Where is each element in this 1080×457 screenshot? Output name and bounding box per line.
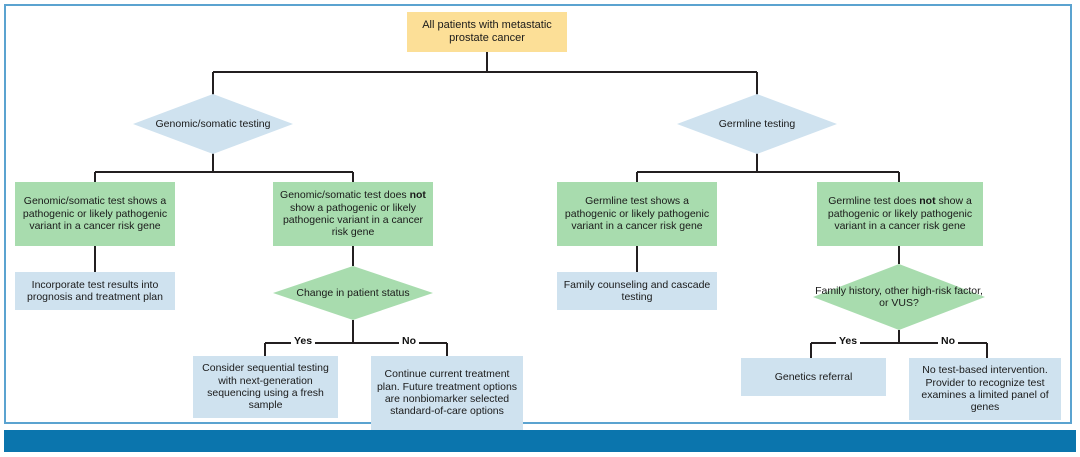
node-germline-negative[interactable]: Germline test does not show a pathogenic… — [817, 182, 983, 246]
edge-label-change-status-no: No — [399, 335, 419, 347]
node-incorporate-results[interactable]: Incorporate test results into prognosis … — [15, 272, 175, 310]
node-continue-current-treatment-label: Continue current treatment plan. Future … — [376, 368, 518, 418]
node-genetics-referral-label: Genetics referral — [774, 370, 853, 383]
node-family-history-vus-label: Family history, other high-risk factor, … — [815, 284, 983, 309]
node-family-counseling-label: Family counseling and cascade testing — [563, 278, 711, 303]
diamond-shape — [677, 94, 837, 154]
node-genomic-somatic-positive-label: Genomic/somatic test shows a pathogenic … — [22, 195, 168, 233]
node-family-history-vus[interactable]: Family history, other high-risk factor, … — [813, 264, 985, 330]
node-incorporate-results-label: Incorporate test results into prognosis … — [26, 278, 163, 303]
diamond-shape — [273, 266, 433, 320]
node-all-patients-label: All patients with metastatic prostate ca… — [422, 19, 552, 44]
node-genetics-referral[interactable]: Genetics referral — [741, 358, 886, 396]
node-genomic-somatic-negative-label: Genomic/somatic test does not show a pat… — [280, 189, 426, 239]
node-sequential-testing-label: Consider sequential testing with next-ge… — [202, 362, 329, 412]
node-germline-testing-label: Germline testing — [718, 117, 796, 130]
edge-label-change-status-yes: Yes — [291, 335, 316, 347]
diamond-shape — [813, 264, 985, 330]
node-genomic-somatic-testing[interactable]: Genomic/somatic testing — [133, 94, 293, 154]
node-change-in-patient-status-label: Change in patient status — [296, 286, 410, 299]
node-germline-negative-label: Germline test does not show a pathogenic… — [827, 195, 973, 233]
node-genomic-somatic-negative[interactable]: Genomic/somatic test does not show a pat… — [273, 182, 433, 246]
node-genomic-somatic-testing-label: Genomic/somatic testing — [155, 117, 271, 130]
node-all-patients[interactable]: All patients with metastatic prostate ca… — [407, 12, 567, 52]
edge-label-family-history-yes: Yes — [836, 335, 861, 347]
diamond-shape — [133, 94, 293, 154]
node-no-test-based-intervention-label: No test-based intervention. Provider to … — [921, 364, 1049, 414]
node-germline-positive-label: Germline test shows a pathogenic or like… — [564, 195, 710, 233]
node-genomic-somatic-positive[interactable]: Genomic/somatic test shows a pathogenic … — [15, 182, 175, 246]
node-family-counseling[interactable]: Family counseling and cascade testing — [557, 272, 717, 310]
figure-bottom-bar — [4, 430, 1076, 452]
node-germline-testing[interactable]: Germline testing — [677, 94, 837, 154]
node-germline-positive[interactable]: Germline test shows a pathogenic or like… — [557, 182, 717, 246]
node-no-test-based-intervention[interactable]: No test-based intervention. Provider to … — [909, 358, 1061, 420]
edge-label-family-history-no: No — [938, 335, 958, 347]
node-change-in-patient-status[interactable]: Change in patient status — [273, 266, 433, 320]
node-continue-current-treatment[interactable]: Continue current treatment plan. Future … — [371, 356, 523, 430]
node-sequential-testing[interactable]: Consider sequential testing with next-ge… — [193, 356, 338, 418]
